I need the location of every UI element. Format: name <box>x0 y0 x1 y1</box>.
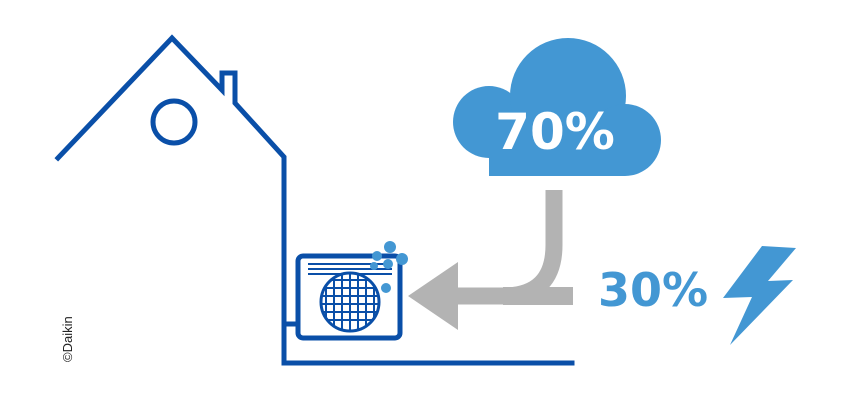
cloud-percentage: 70% <box>495 103 615 161</box>
cloud-icon <box>453 38 661 176</box>
air-bubbles-icon <box>370 241 408 293</box>
fan-grille-icon <box>319 271 381 333</box>
lightning-bolt-icon <box>723 246 796 345</box>
attic-window-icon <box>150 98 198 146</box>
electricity-percentage: 30% <box>598 263 708 317</box>
heat-pump-unit-icon <box>295 253 403 341</box>
copyright-label: ©Daikin <box>60 316 75 362</box>
curved-arrow-icon <box>408 190 573 330</box>
